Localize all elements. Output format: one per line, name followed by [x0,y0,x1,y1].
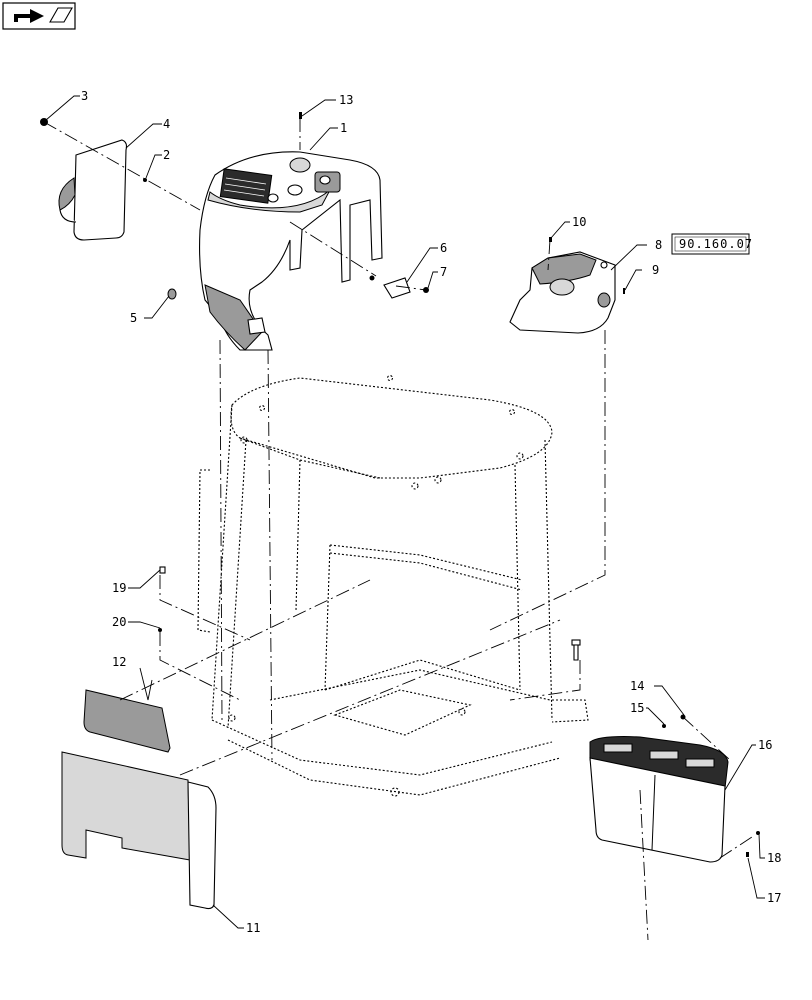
frame-bolt [571,639,581,661]
callout-3: 3 [81,89,88,103]
callout-19: 19 [112,581,126,595]
screw-part-9 [623,288,625,294]
callout-10: 10 [572,215,586,229]
screw-part-13 [299,112,302,119]
callout-15: 15 [630,701,644,715]
nut-part-20 [158,628,162,632]
mirror-part [58,139,128,241]
callout-11: 11 [246,921,260,935]
callout-14: 14 [630,679,644,693]
callout-13: 13 [339,93,353,107]
reference-link[interactable]: 90.160.07 [671,233,753,255]
callout-5: 5 [130,311,137,325]
screw-part-10 [549,237,552,242]
return-arrow-icon [14,7,73,23]
side-panel-part-11 [61,751,217,910]
screw-part-17 [746,852,749,857]
assembly-centerlines [43,118,756,941]
callout-17: 17 [767,891,781,905]
callout-9: 9 [652,263,659,277]
callout-12: 12 [112,655,126,669]
washer-part-15 [662,724,666,728]
panel-part-12 [83,689,171,753]
reference-number: 90.160.07 [679,237,753,251]
bracket-part-6 [369,275,411,299]
screw-part-2 [143,178,147,182]
grommet-part-5 [167,288,177,300]
callout-16: 16 [758,738,772,752]
callout-4: 4 [163,117,170,131]
side-panel-part-8 [509,251,616,334]
callout-6: 6 [440,241,447,255]
callout-labels: 3 13 1 4 2 5 6 7 10 8 9 19 20 12 14 15 1… [81,89,781,935]
bushing-part-19 [159,566,166,574]
callout-2: 2 [163,148,170,162]
callout-1: 1 [340,121,347,135]
callout-leaders [45,95,765,929]
return-button[interactable] [2,2,76,30]
callout-18: 18 [767,851,781,865]
console-cover-part [199,151,383,351]
cab-frame [197,374,589,797]
rear-panel-part-16 [589,736,729,863]
callout-7: 7 [440,265,447,279]
callout-20: 20 [112,615,126,629]
callout-8: 8 [655,238,662,252]
